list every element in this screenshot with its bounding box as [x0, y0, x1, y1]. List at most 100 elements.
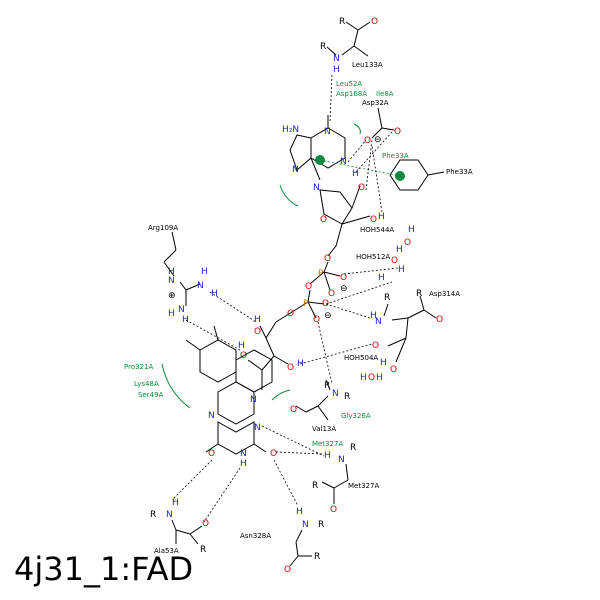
atom-o: O: [368, 373, 375, 383]
atom-r: R: [200, 545, 206, 555]
atom-h: H: [168, 309, 175, 319]
charge-minus: ⊖: [340, 284, 348, 294]
atom-o: O: [313, 315, 320, 325]
atom-r: R: [384, 293, 390, 303]
atom-h: H: [378, 212, 385, 222]
atom-n: N: [313, 183, 320, 193]
water-512: HOH512A O H H: [356, 253, 405, 283]
atom-o: O: [287, 363, 294, 373]
atom-p: P: [303, 299, 309, 309]
hydrophobic-label: Lys48A: [134, 380, 159, 388]
atom-r: R: [324, 381, 330, 391]
atom-n: N: [178, 305, 185, 315]
water-504: HOH504A H O H H: [344, 354, 387, 383]
atom-r: R: [314, 552, 320, 562]
atom-r: R: [339, 17, 345, 27]
atom-o: O: [305, 282, 312, 292]
atom-h: H: [360, 373, 367, 383]
atom-o: O: [208, 449, 215, 459]
atom-h: H: [296, 507, 303, 517]
atom-o: O: [358, 183, 365, 193]
atom-r: R: [416, 289, 422, 299]
residue-arg109: Arg109A N H H N H ⊕ N H H: [148, 224, 218, 325]
atom-o: O: [328, 289, 335, 299]
atom-h: H: [254, 315, 261, 325]
atom-n: N: [333, 54, 340, 64]
residue-label: Ala53A: [154, 547, 179, 555]
atom-h: H: [398, 265, 405, 275]
atom-o: O: [371, 17, 378, 27]
atom-o: O: [340, 273, 347, 283]
atom-n: N: [208, 411, 215, 421]
adenine: H₂N N N N N: [282, 115, 347, 193]
residue-label: Asn328A: [240, 532, 271, 540]
atom-n: N: [340, 157, 347, 167]
hydrophobic-label: Gly326A: [341, 412, 371, 420]
atom-h: H: [324, 451, 331, 461]
atom-h: H: [380, 358, 387, 368]
atom-r: R: [350, 443, 356, 453]
atom-h: H: [211, 289, 218, 299]
atom-o: O: [284, 565, 291, 575]
hydrophobic-label: Ser49A: [138, 391, 164, 399]
atom-h: H: [378, 273, 385, 283]
atom-r: R: [344, 392, 350, 402]
atom-p: P: [318, 269, 324, 279]
atom-h: H: [376, 373, 383, 383]
atom-h: H: [182, 315, 189, 325]
atom-h: H: [370, 311, 377, 321]
isoalloxazine: N N N N H O O: [185, 325, 277, 469]
residue-asp32: O O ⊖: [353, 107, 401, 146]
atom-h: H: [168, 267, 175, 277]
atom-o: O: [394, 127, 401, 137]
residue-label: Asp314A: [429, 290, 460, 298]
residue-label: Leu133A: [352, 61, 383, 69]
hydrophobic-label: Ile8A: [376, 90, 394, 98]
atom-r: R: [312, 481, 318, 491]
atom-o: O: [287, 309, 294, 319]
diphosphate: O P O O ⊖ O P O ⊖ O O: [287, 245, 348, 325]
hydrophobic-label: Asp168A: [336, 90, 367, 98]
ribitol-chain: O H O H O H: [238, 311, 304, 390]
hydrophobic-label: Leu52A: [336, 80, 362, 88]
atom-h: H: [201, 267, 208, 277]
residue-label: Met327A: [348, 482, 379, 490]
residue-leu133: R O R N H Leu133A: [320, 17, 383, 75]
atom-o: O: [324, 254, 331, 264]
atom-o: O: [322, 299, 329, 309]
atom-o: O: [290, 405, 297, 415]
atom-h: H: [333, 65, 340, 75]
hydrophobic-label: Met327A: [312, 440, 343, 448]
atom-h: H: [238, 341, 245, 351]
atom-o: O: [404, 238, 411, 248]
residue-label: Val13A: [312, 425, 336, 433]
atom-h: H: [240, 459, 247, 469]
residue-label: Arg109A: [148, 224, 178, 232]
residue-asn328: H N R R O Asn328A: [240, 507, 324, 575]
hydrophobic-label: Pro321A: [124, 363, 153, 371]
atom-n: N: [302, 520, 309, 530]
water-544: HOH544A H O H: [360, 225, 415, 255]
atom-o: O: [202, 519, 209, 529]
atom-o: O: [270, 449, 277, 459]
atom-n: N: [332, 389, 339, 399]
atom-n: N: [324, 127, 331, 137]
atom-o: O: [370, 215, 377, 225]
atom-h: H: [352, 169, 359, 179]
hydrogen-bonds: [171, 74, 399, 523]
atom-r: R: [150, 510, 156, 520]
atom-n: N: [240, 449, 247, 459]
atom-o: O: [364, 136, 371, 146]
atom-h: H: [408, 225, 415, 235]
ribose: O O O H H: [279, 169, 385, 247]
water-label: HOH504A: [344, 354, 378, 362]
atom-n: N: [250, 395, 257, 405]
atom-n: N: [292, 165, 299, 175]
atom-n: N: [254, 423, 261, 433]
atom-o: O: [390, 365, 397, 375]
atom-o: O: [391, 256, 398, 266]
charge-minus: ⊖: [324, 311, 332, 321]
atom-n: N: [166, 510, 173, 520]
residue-label: Phe33A: [446, 168, 473, 176]
